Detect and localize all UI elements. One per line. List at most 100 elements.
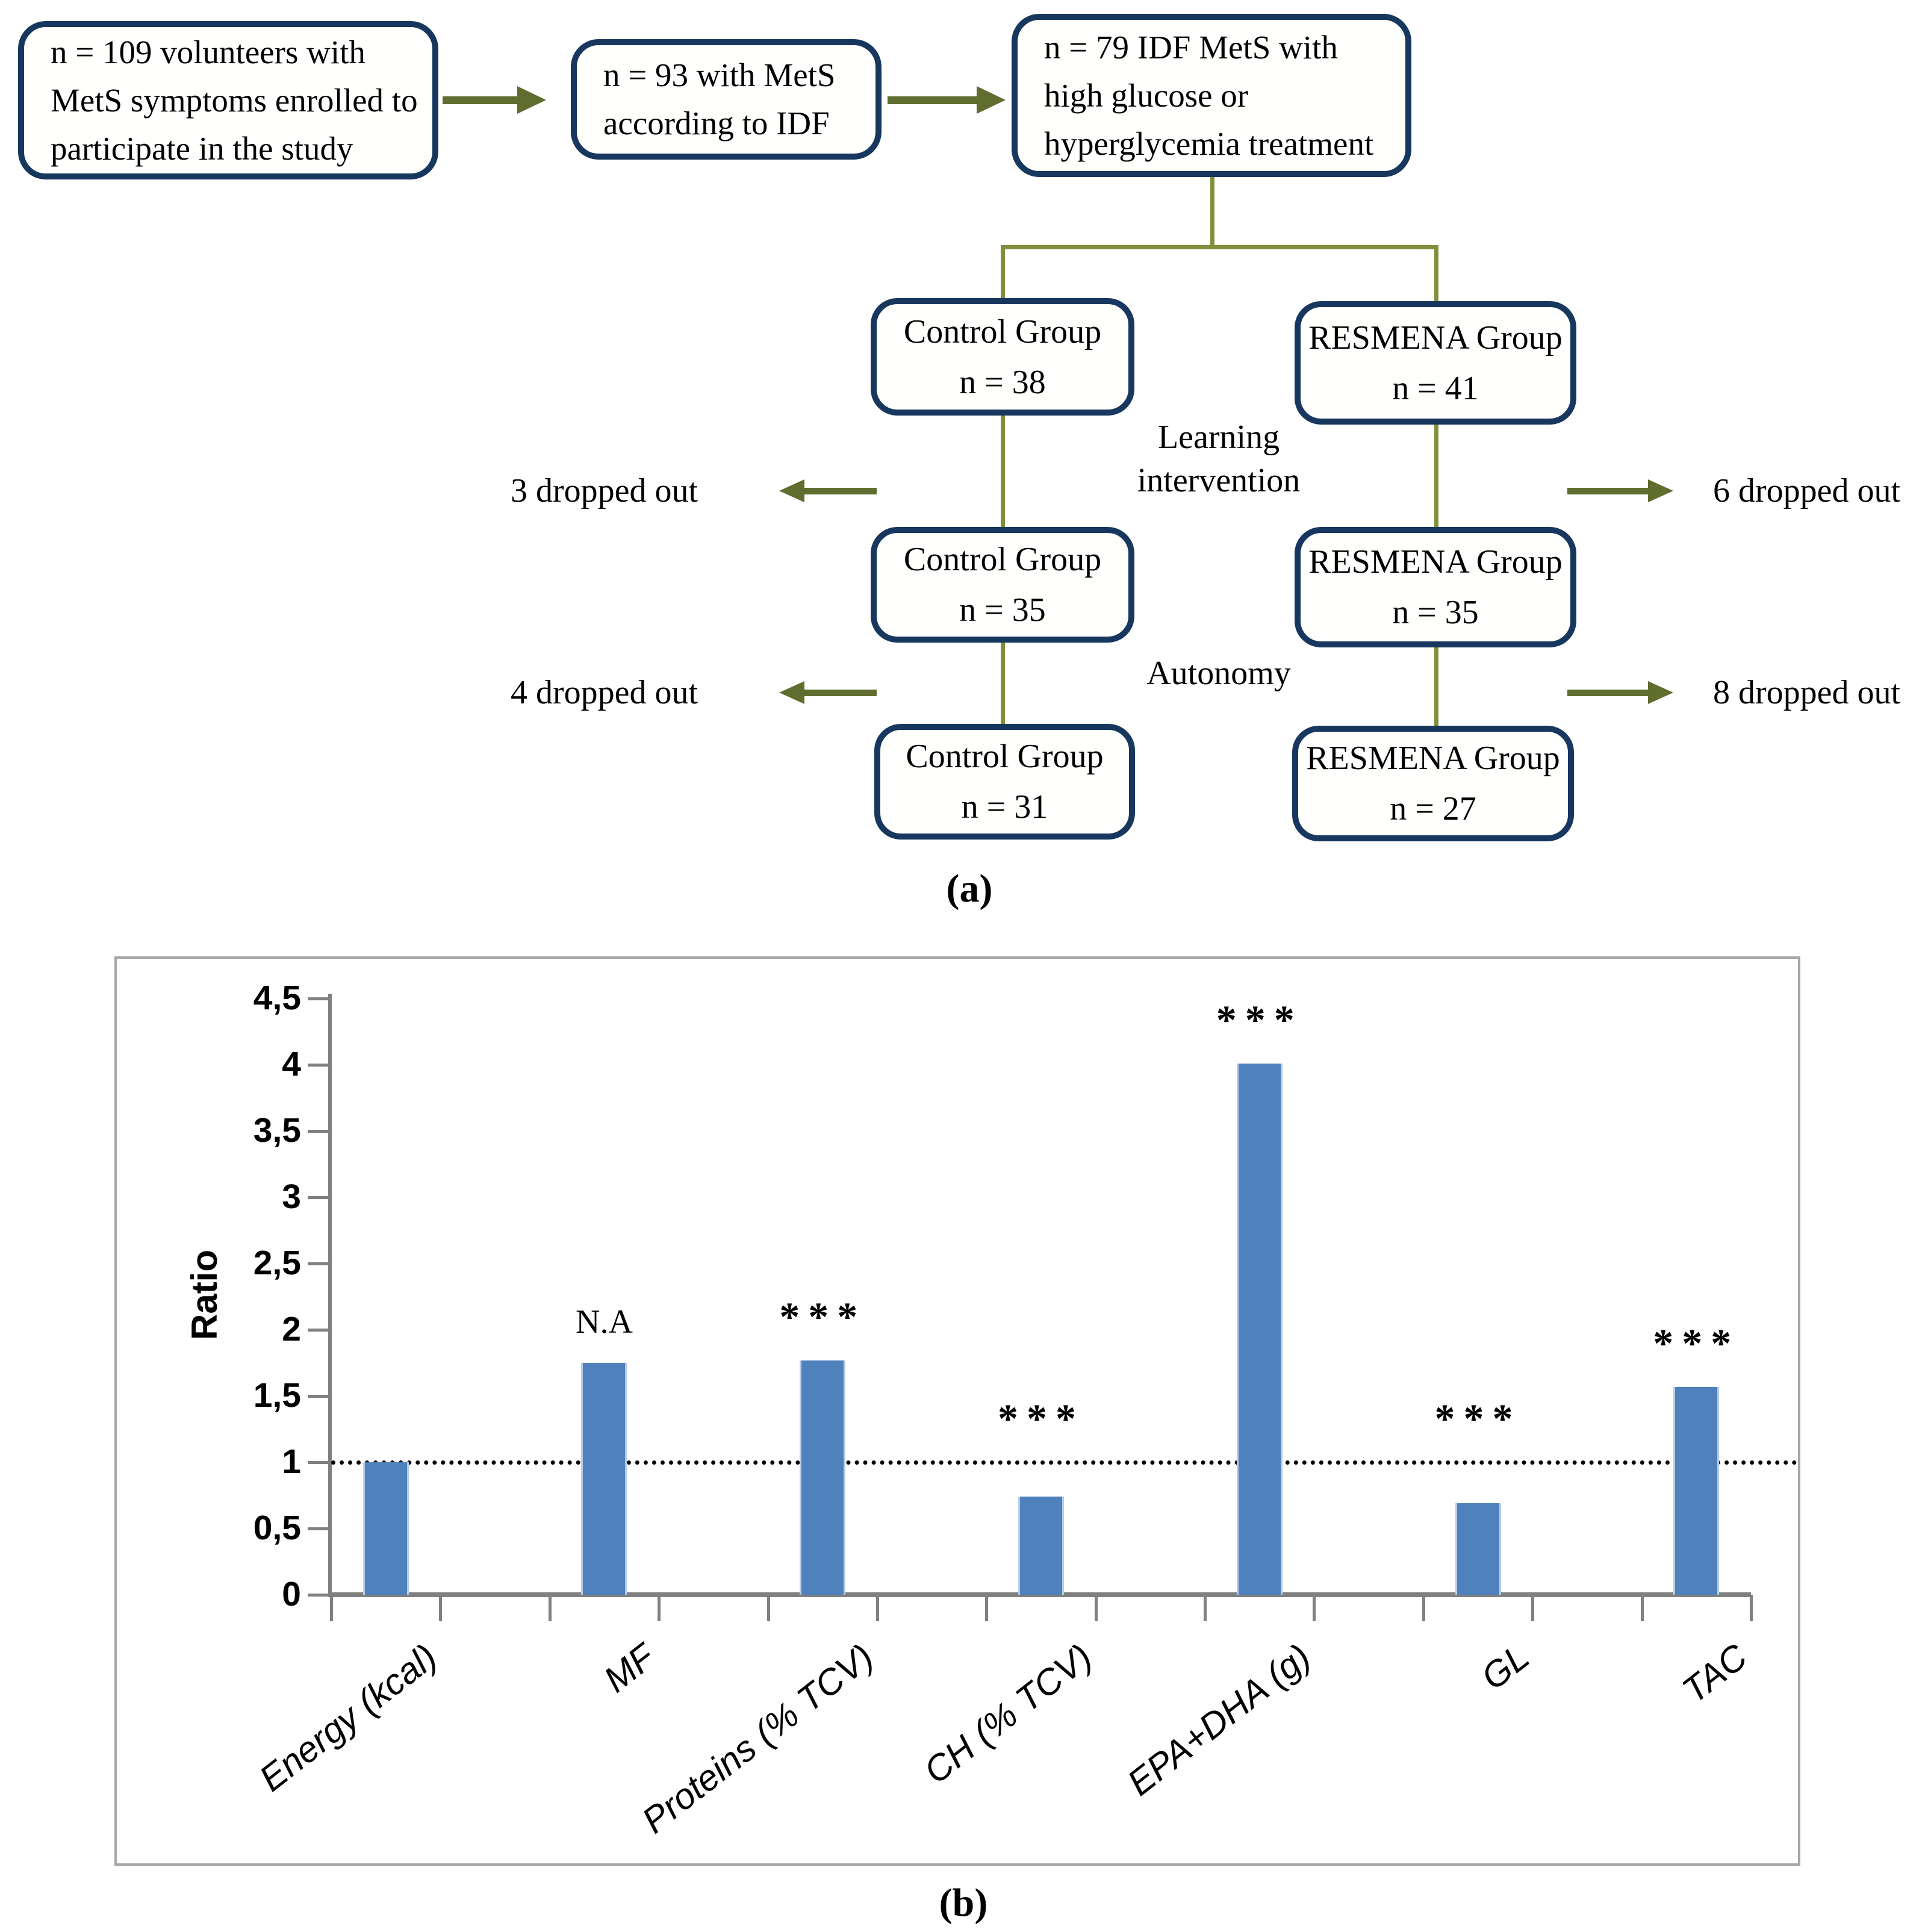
y-tick-label: 4,5 [253, 979, 301, 1017]
group-title: RESMENA Group [1308, 319, 1563, 357]
x-tick-mark [330, 1595, 333, 1621]
arrow-head-right-icon [1648, 681, 1673, 704]
annotation-significance: *** [1653, 1320, 1740, 1366]
dropout-label-row2-right: 8 dropped out [1713, 674, 1901, 711]
arrow-shaft [443, 96, 517, 104]
y-tick-label: 3 [282, 1177, 301, 1216]
y-tick-mark [308, 1196, 332, 1199]
y-tick-label: 1 [282, 1442, 301, 1481]
group-n: n = 35 [959, 591, 1046, 629]
flow-box-enrolled-line2: MetS symptoms enrolled to [51, 81, 418, 119]
bar-gl [1455, 1503, 1501, 1595]
arrow-enrolled-to-idf [443, 86, 546, 114]
arrow-head-left-icon [779, 681, 804, 704]
x-tick-mark [875, 1595, 879, 1621]
x-tick-mark [1531, 1595, 1535, 1621]
group-title: Control Group [903, 313, 1102, 351]
panel-a-caption: (a) [946, 867, 993, 911]
y-tick-mark [308, 1527, 332, 1530]
group-title: RESMENA Group [1306, 740, 1560, 777]
y-tick-mark [308, 1262, 332, 1265]
connector-control-2-3 [1001, 643, 1005, 724]
flow-box-idf-line2: according to IDF [603, 105, 830, 142]
y-axis-line [328, 994, 332, 1597]
stage-label-line2: intervention [1137, 462, 1301, 499]
flow-box-enrolled-line1: n = 109 volunteers with [51, 33, 365, 70]
connector-resmena-2-3 [1434, 647, 1438, 726]
bar-epa-dha-g- [1236, 1063, 1283, 1595]
x-tick-mark [985, 1595, 989, 1621]
annotation-na: N.A [576, 1303, 633, 1341]
x-tick-mark [1204, 1595, 1207, 1621]
connector-resmena-1-2 [1434, 425, 1438, 527]
panel-b-caption: (b) [939, 1881, 988, 1925]
arrow-idf-to-glucose [888, 86, 1006, 114]
arrow-head-right-icon [977, 86, 1006, 114]
group-title: Control Group [903, 541, 1102, 578]
group-n: n = 31 [961, 788, 1048, 826]
arrow-head-right-icon [1648, 479, 1673, 502]
dropout-label-row1-right: 6 dropped out [1713, 472, 1901, 509]
bar-tac [1673, 1386, 1720, 1595]
arrow-dropout-row1-right [1567, 479, 1673, 502]
arrow-dropout-row2-right [1567, 681, 1673, 704]
annotation-significance: *** [1216, 996, 1303, 1042]
arrow-shaft [1567, 487, 1648, 494]
arrow-shaft [804, 689, 877, 696]
y-tick-mark [308, 1329, 332, 1332]
group-n: n = 38 [959, 363, 1046, 401]
flow-box-idf-line1: n = 93 with MetS [603, 57, 836, 93]
x-tick-mark [658, 1595, 661, 1621]
y-tick-label: 0,5 [253, 1509, 301, 1547]
flow-box-resmena-2: RESMENA Group n = 35 [1295, 527, 1576, 647]
x-tick-mark [1750, 1595, 1753, 1621]
stage-label-line1: Learning [1157, 419, 1280, 456]
y-tick-mark [308, 997, 332, 1000]
dropout-label-row2-left: 4 dropped out [511, 674, 698, 711]
flow-box-idf-mets: n = 93 with MetS according to IDF [571, 39, 882, 160]
reference-line [331, 1460, 1797, 1465]
group-n: n = 35 [1392, 594, 1479, 631]
x-tick-mark [439, 1595, 443, 1621]
annotation-significance: *** [998, 1395, 1084, 1441]
x-tick-mark [1422, 1595, 1425, 1621]
y-tick-mark [308, 1594, 332, 1597]
flow-box-glucose-line3: hyperglycemia treatment [1044, 125, 1374, 162]
connector-to-control [1001, 245, 1005, 299]
x-tick-mark [1313, 1595, 1316, 1621]
group-n: n = 41 [1392, 369, 1479, 407]
y-tick-mark [308, 1395, 332, 1398]
y-tick-label: 1,5 [253, 1376, 301, 1415]
connector-to-resmena [1434, 245, 1438, 302]
x-tick-mark [1640, 1595, 1644, 1621]
bar-energy-kcal- [362, 1462, 409, 1595]
flow-box-resmena-1: RESMENA Group n = 41 [1295, 301, 1576, 425]
x-tick-mark [548, 1595, 552, 1621]
y-tick-label: 2,5 [253, 1244, 301, 1282]
flow-box-enrolled-line3: participate in the study [51, 129, 353, 167]
flow-box-control-1: Control Group n = 38 [871, 298, 1134, 416]
y-tick-label: 3,5 [253, 1111, 301, 1150]
group-title: Control Group [906, 738, 1104, 775]
y-tick-label: 2 [282, 1310, 301, 1348]
y-tick-mark [308, 1130, 332, 1133]
group-n: n = 27 [1390, 790, 1476, 827]
bar-proteins-tcv- [800, 1360, 846, 1595]
connector-glucose-down [1210, 177, 1214, 247]
flow-box-glucose-line1: n = 79 IDF MetS with [1044, 28, 1338, 66]
stage-label-autonomy: Autonomy [1146, 655, 1291, 692]
arrow-dropout-row2-left [779, 681, 877, 704]
y-tick-label: 0 [282, 1575, 301, 1613]
annotation-significance: *** [1434, 1395, 1522, 1441]
arrow-head-left-icon [779, 479, 804, 502]
flow-box-high-glucose: n = 79 IDF MetS with high glucose or hyp… [1012, 14, 1411, 177]
x-tick-mark [1094, 1595, 1098, 1621]
y-tick-mark [308, 1064, 332, 1067]
x-tick-mark [767, 1595, 770, 1621]
chart-frame [114, 956, 1800, 1866]
flow-box-glucose-line2: high glucose or [1044, 76, 1249, 114]
arrow-dropout-row1-left [779, 479, 877, 502]
arrow-shaft [888, 96, 977, 104]
stage-label-learning-intervention: Learning intervention [1110, 416, 1327, 502]
